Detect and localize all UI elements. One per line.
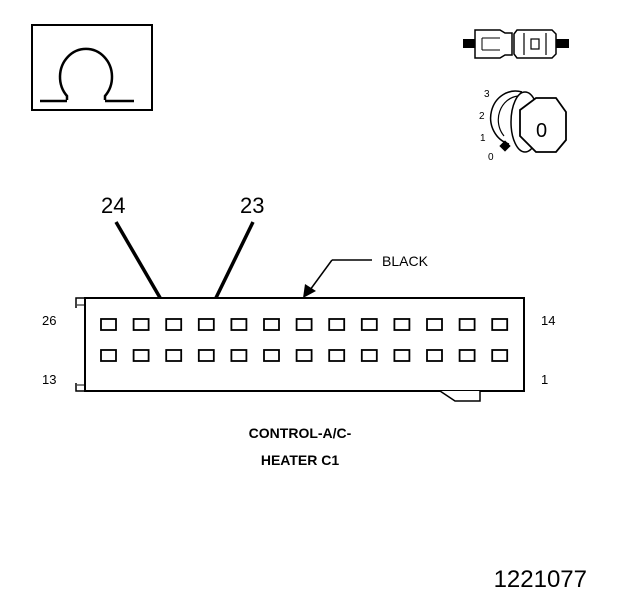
pin-cavity-21 (263, 318, 280, 331)
pin-cavity-7 (295, 349, 313, 362)
pin-label-14: 14 (541, 313, 555, 328)
pin-cavity-22 (230, 318, 248, 331)
black-leader-line (303, 259, 372, 298)
pin-cavity-9 (230, 349, 248, 362)
pin-cavity-4 (393, 349, 411, 362)
pin-cavity-15 (458, 318, 476, 331)
pin-cavity-18 (360, 318, 378, 331)
pin-cavity-26 (100, 318, 117, 331)
pin-label-1: 1 (541, 372, 548, 387)
caption-line-2: HEATER C1 (261, 452, 340, 468)
pin-cavity-2 (458, 349, 476, 362)
ignition-position-3: 3 (484, 89, 490, 100)
pin-cavity-17 (393, 318, 411, 331)
pin-cavity-12 (132, 349, 150, 362)
figure-id: 1221077 (494, 566, 587, 593)
disconnected-connector-icon (463, 29, 569, 59)
pin-cavity-19 (328, 318, 346, 331)
pin-cavity-14 (491, 318, 509, 331)
pin-cavity-25 (132, 318, 150, 331)
pin-row-bottom (100, 349, 509, 362)
caption-line-1: CONTROL-A/C- (249, 425, 352, 441)
pin-cavity-20 (295, 318, 313, 331)
pin-cavity-8 (263, 349, 280, 362)
pin-row-top (100, 318, 509, 331)
pin-cavity-23 (197, 318, 215, 331)
callout-24: 24 (101, 193, 125, 218)
pin-cavity-5 (360, 349, 378, 362)
pin-cavity-24 (165, 318, 183, 331)
ignition-position-2: 2 (479, 111, 485, 122)
wire-color-label: BLACK (382, 253, 429, 269)
ignition-key-label: 0 (536, 120, 547, 142)
pin-label-13: 13 (42, 372, 56, 387)
ohm-meter-icon (31, 24, 153, 111)
pin-cavity-13 (100, 349, 117, 362)
connector-body (75, 297, 525, 402)
pin-cavity-3 (426, 349, 443, 362)
pin-cavity-11 (165, 349, 183, 362)
ignition-position-0: 0 (488, 152, 494, 163)
pin-cavity-1 (491, 349, 509, 362)
pin-cavity-10 (197, 349, 215, 362)
pin-cavity-16 (426, 318, 443, 331)
callout-23: 23 (240, 193, 264, 218)
ignition-key-off-icon: 3 2 1 0 0 (479, 89, 567, 163)
pin-cavity-6 (328, 349, 346, 362)
pin-label-26: 26 (42, 313, 56, 328)
ignition-position-1: 1 (480, 133, 486, 144)
